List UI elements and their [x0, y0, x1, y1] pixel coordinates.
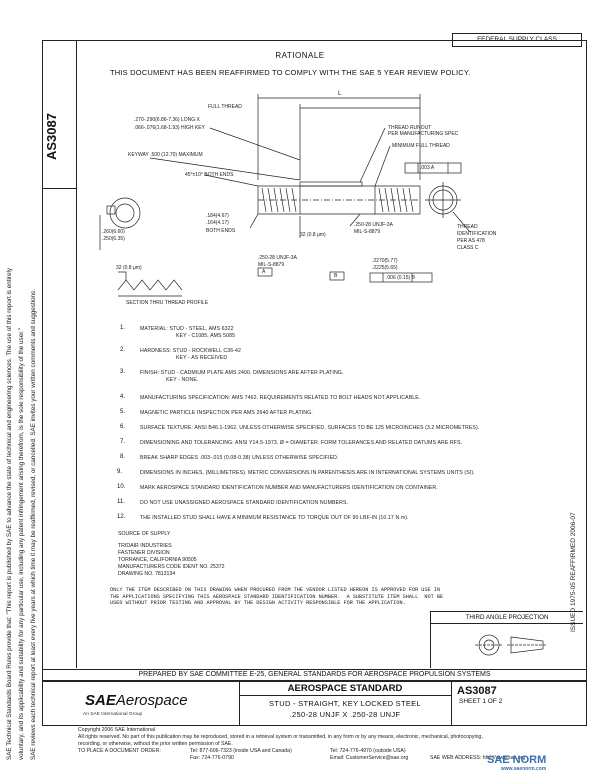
- tel-inside: Tel: 877-606-7323 (inside USA and Canada…: [190, 748, 292, 754]
- email: Email: CustomerService@sae.org: [330, 755, 409, 761]
- drawing-frame: [42, 40, 587, 670]
- order-label: TO PLACE A DOCUMENT ORDER:: [78, 748, 161, 754]
- note-number: 2.: [120, 347, 126, 353]
- watermark-sub: www.saenorm.com: [500, 766, 547, 772]
- dim-2270-label: .2270(5.77): [372, 258, 398, 264]
- standard-title: AEROSPACE STANDARD: [239, 682, 451, 696]
- minimum-full-thread-label: MINIMUM FULL THREAD: [392, 143, 450, 149]
- note-text: MAGNETIC PARTICLE INSPECTION PER AMS 264…: [140, 410, 313, 416]
- fcf2-label: .006 (0.15) B: [386, 275, 415, 281]
- sae-aerospace-logo: SAEAerospace An SAE International Group: [43, 682, 240, 725]
- key-length-label: .270-.290(6.86-7.36) LONG X: [134, 117, 200, 123]
- length-L-label: L: [338, 91, 342, 97]
- source-line: FASTENER DIVISION: [118, 550, 170, 556]
- source-line: TRIDAIR INDUSTRIES: [118, 543, 172, 549]
- left-strip: [42, 40, 77, 668]
- note-text: KEY - AS RECEIVED: [176, 355, 228, 361]
- standard-title-cell: AEROSPACE STANDARD STUD - STRAIGHT, KEY …: [239, 682, 452, 725]
- dim-184-label: .184(4.67): [206, 213, 229, 219]
- fcf-label: .003 A: [420, 165, 435, 171]
- source-heading: SOURCE OF SUPPLY: [118, 531, 171, 537]
- mil-spec-a: MIL-S-8879: [258, 262, 285, 268]
- dim-260-label: .260(6.60): [102, 229, 125, 235]
- note-text: DIMENSIONING AND TOLERANCING: ANSI Y14.5…: [140, 440, 463, 446]
- source-line: DRAWING NO. 7813134: [118, 571, 176, 577]
- section-label: SECTION THRU THREAD PROFILE: [126, 300, 209, 306]
- thread-id-label: THREAD: [457, 224, 478, 230]
- per-manufacturing-spec-label: PER MANUFACTURING SPEC: [388, 131, 459, 137]
- mil-spec-b: MIL-S-8879: [354, 229, 381, 235]
- document-number-cell: AS3087 SHEET 1 OF 2: [451, 682, 511, 725]
- both-ends-label: BOTH ENDS: [206, 228, 236, 234]
- note-number: 1.: [120, 325, 126, 331]
- logo-wordmark: SAEAerospace: [85, 692, 188, 709]
- thread-spec-a: .250-28 UNJF-3A: [258, 255, 297, 261]
- reaffirmed-statement: THIS DOCUMENT HAS BEEN REAFFIRMED TO COM…: [110, 68, 471, 77]
- copyright: Copyright 2006 SAE International: [78, 727, 155, 733]
- document-number: AS3087: [457, 685, 497, 697]
- logo-subtitle: An SAE International Group: [83, 712, 143, 717]
- note-text: DIMENSIONS IN INCHES, (MILLIMETRES). MET…: [140, 470, 475, 476]
- note-text: HARDNESS: STUD - ROCKWELL C36-42: [140, 348, 242, 354]
- note-text: BREAK SHARP EDGES .003-.015 (0.08-0.38) …: [140, 455, 339, 461]
- watermark-main: SAE NORM: [487, 754, 547, 766]
- title-block: SAEAerospace An SAE International Group …: [42, 681, 587, 726]
- third-angle-title: THIRD ANGLE PROJECTION: [431, 612, 583, 624]
- note-number: 5.: [120, 409, 126, 415]
- prepared-by-line: PREPARED BY SAE COMMITTEE E-25, GENERAL …: [42, 669, 587, 681]
- watermark: SAE NORM www.saenorm.com: [487, 754, 546, 772]
- note-text: THE INSTALLED STUD SHALL HAVE A MINIMUM …: [140, 515, 409, 521]
- datum-b-label: B: [334, 273, 338, 279]
- tel-outside: Tel: 724-776-4970 (outside USA): [330, 748, 406, 754]
- note-number: 12.: [117, 514, 126, 520]
- chamfer-label: 45°±10° BOTH ENDS: [185, 172, 234, 178]
- dim-2225-label: .2225(5.65): [372, 265, 398, 271]
- roughness-label: 32 (0.8 µm): [116, 265, 142, 271]
- note-number: 8.: [120, 454, 126, 460]
- sheet-number: SHEET 1 OF 2: [459, 698, 503, 705]
- full-thread-label: FULL THREAD: [208, 104, 242, 110]
- rights-line-2: recording, or otherwise, without the pri…: [78, 741, 233, 747]
- dim-32-label: 32 (0.8 µm): [300, 232, 326, 238]
- dim-164-label: .164(4.17): [206, 220, 229, 226]
- rights-line-1: All rights reserved. No part of this pub…: [78, 734, 483, 740]
- projection-symbol-icon: [475, 634, 547, 656]
- fax: Fax: 724-776-0790: [190, 755, 234, 761]
- side-divider: [42, 188, 76, 189]
- per-as-label: PER AS 478: [457, 238, 485, 244]
- web-address: SAE WEB ADDRESS: http://www.sae.org: [430, 755, 526, 761]
- note-number: 4.: [120, 394, 126, 400]
- source-line: TORRANCE, CALIFORNIA 90505: [118, 557, 197, 563]
- note-text: SURFACE TEXTURE: ANSI B46.1-1962. UNLESS…: [140, 425, 480, 431]
- note-text: MARK AEROSPACE STANDARD IDENTIFICATION N…: [140, 485, 438, 491]
- identification-label: IDENTIFICATION: [457, 231, 497, 237]
- dim-250-label: .250(6.35): [102, 236, 125, 242]
- note-number: 9.: [117, 469, 123, 475]
- thread-runout-label: THREAD RUNOUT: [388, 125, 432, 131]
- note-text: MANUFACTURING SPECIFICATION: AMS 7462. R…: [140, 395, 421, 401]
- class-c-label: CLASS C: [457, 245, 479, 251]
- rationale-heading: RATIONALE: [275, 51, 325, 60]
- note-number: 3.: [120, 369, 126, 375]
- note-text: KEY - NONE.: [166, 377, 199, 383]
- note-number: 6.: [120, 424, 126, 430]
- note-text: FINISH: STUD - CADMIUM PLATE AMS 2400. D…: [140, 370, 344, 376]
- part-description-line1: STUD - STRAIGHT, KEY LOCKED STEEL: [269, 699, 421, 708]
- datum-a-label: A: [262, 269, 266, 275]
- note-number: 11.: [117, 499, 125, 505]
- note-number: 10.: [117, 484, 126, 490]
- note-text: MATERIAL: STUD - STEEL, AMS 6322: [140, 326, 234, 332]
- note-number: 7.: [120, 439, 126, 445]
- third-angle-projection-box: THIRD ANGLE PROJECTION: [430, 611, 583, 668]
- part-description-line2: .250-28 UNJF X .250-28 UNJF: [289, 710, 401, 719]
- approval-statement: ONLY THE ITEM DESCRIBED ON THIS DRAWING …: [110, 587, 444, 606]
- source-line: MANUFACTURERS CODE IDENT NO. 25372: [118, 564, 225, 570]
- key-height-label: .066-.076(1.68-1.93) HIGH KEY: [134, 125, 205, 131]
- note-text: DO NOT USE UNASSIGNED AEROSPACE STANDARD…: [140, 500, 349, 506]
- thread-spec-b: .250-28 UNJF-3A: [354, 222, 393, 228]
- note-text: KEY - C1085, AMS 5085: [176, 333, 236, 339]
- keyway-label: KEYWAY .500 (12.70) MAXIMUM: [128, 152, 203, 158]
